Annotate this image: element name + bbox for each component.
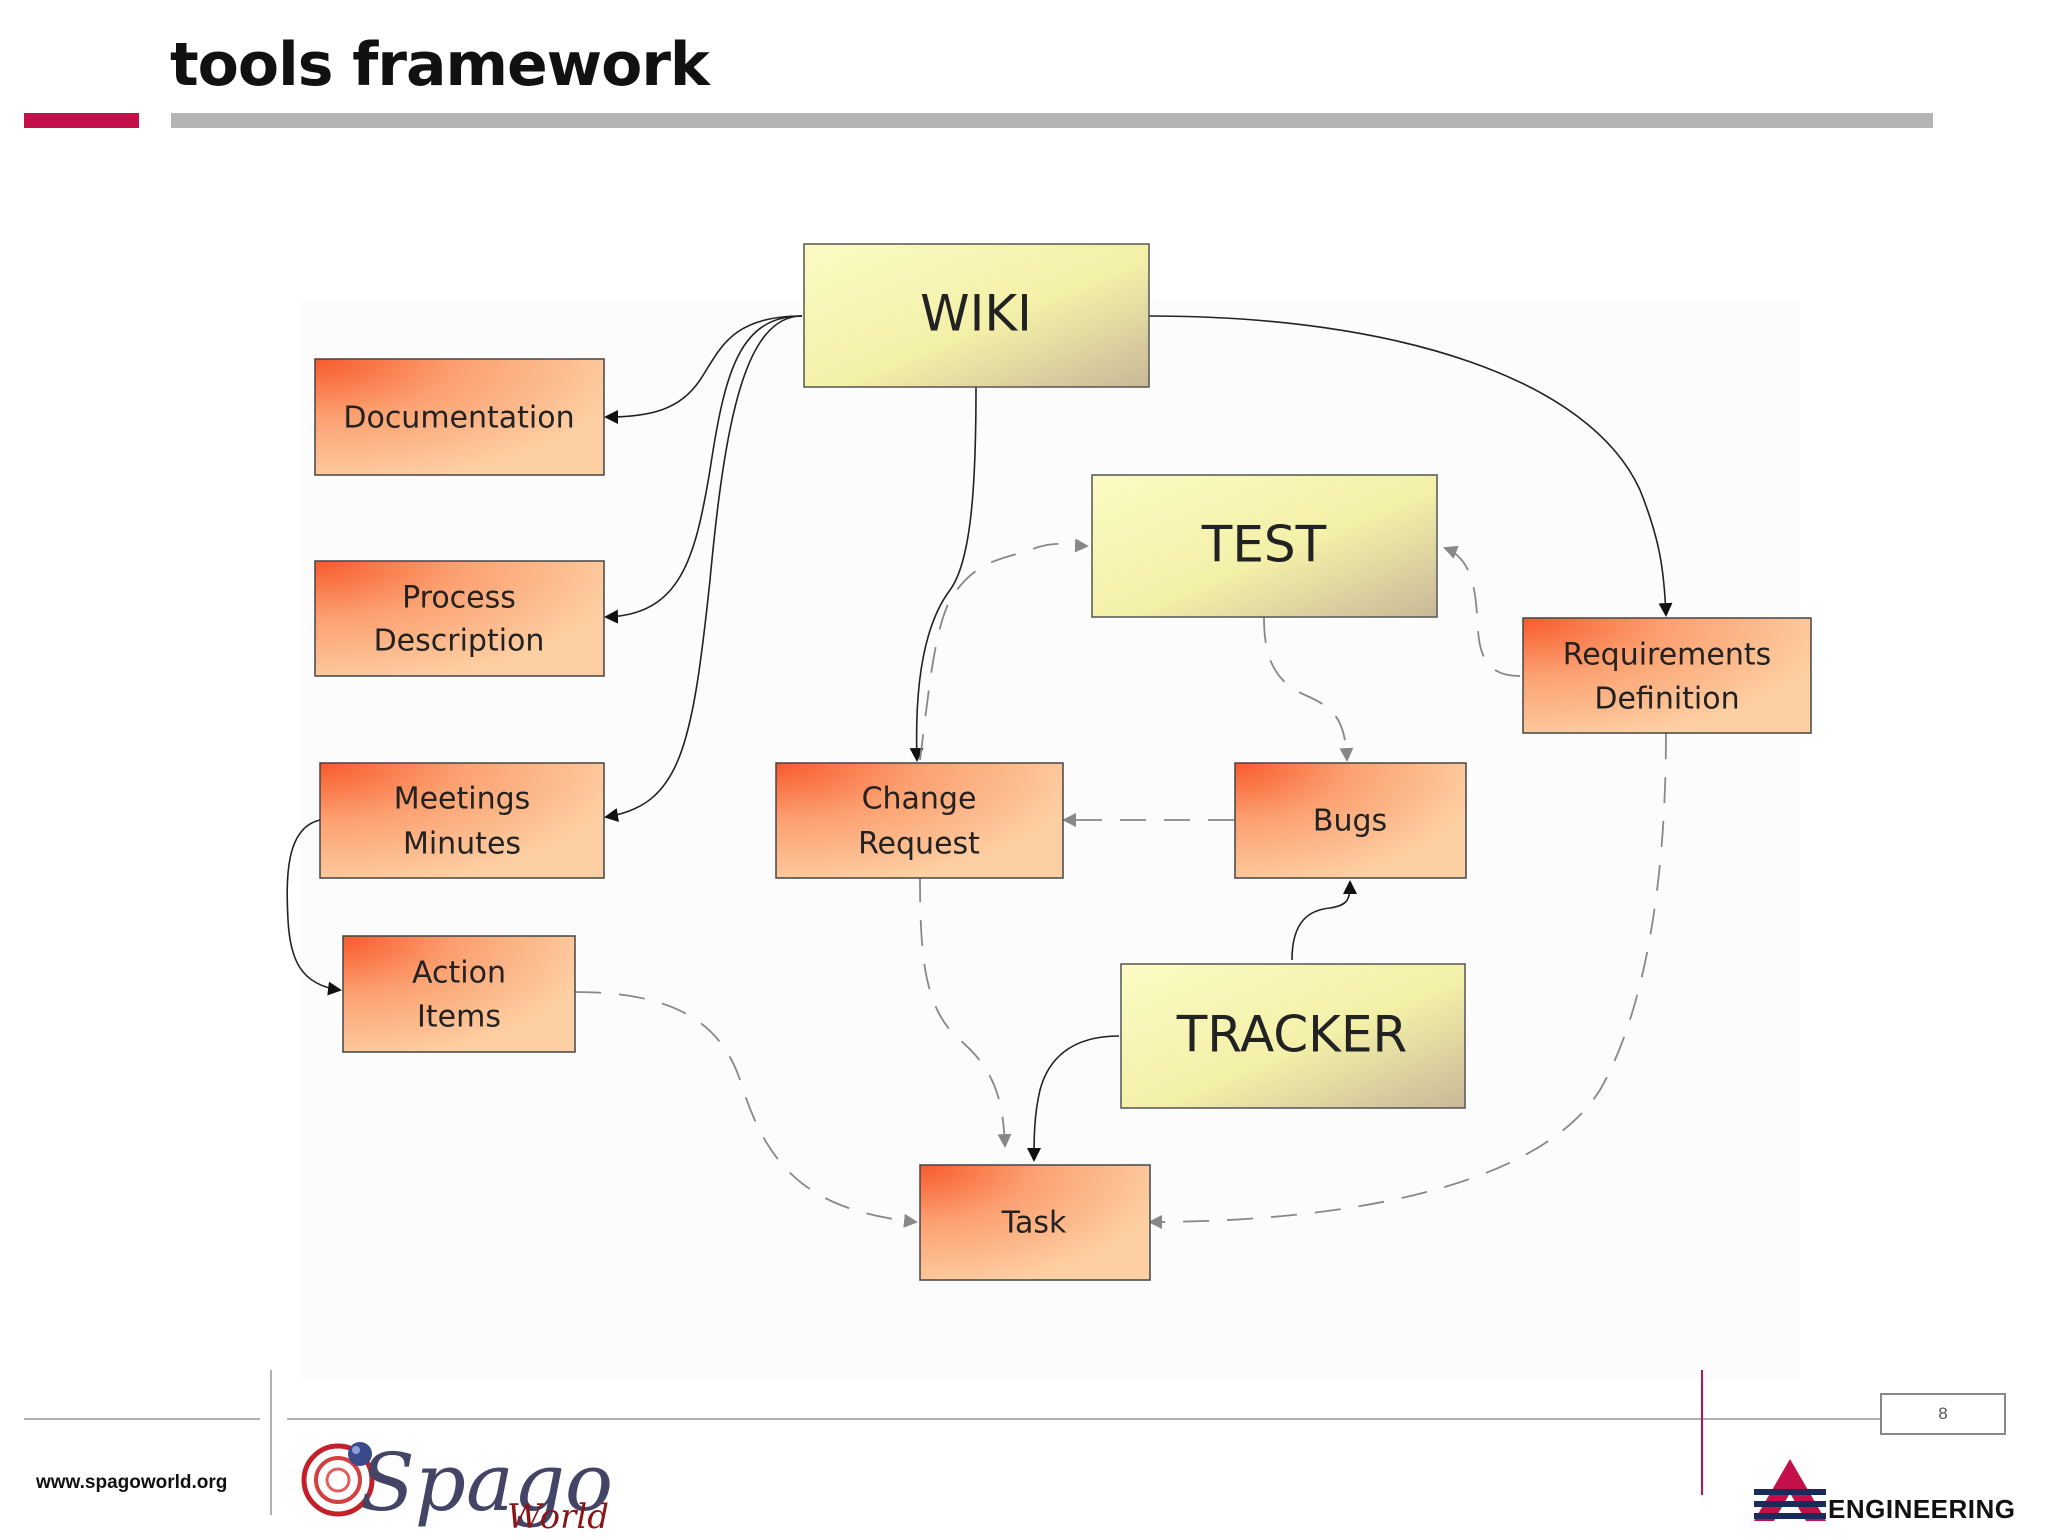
node-requirements-line2: Definition <box>1594 682 1739 717</box>
footer-url[interactable]: www.spagoworld.org <box>36 1472 228 1493</box>
edge-wiki-documentation <box>604 315 803 424</box>
engineering-logo: ENGINEERING <box>1828 1494 2016 1524</box>
edge-change-task <box>919 875 1012 1148</box>
footer-divider-left <box>270 1370 272 1515</box>
edge-tracker-task <box>1027 1035 1120 1162</box>
node-wiki[interactable]: WIKI <box>803 243 1150 388</box>
node-test[interactable]: TEST <box>1091 474 1438 618</box>
node-action-line2: Items <box>417 1000 501 1035</box>
edge-wiki-meetings <box>604 315 803 822</box>
footer-rule-main <box>287 1418 1880 1420</box>
edge-action-task <box>574 991 918 1228</box>
node-requirements-definition[interactable]: Requirements Definition <box>1522 617 1812 734</box>
dashed-connectors <box>574 538 1667 1229</box>
node-bugs-label: Bugs <box>1313 804 1387 839</box>
slide-title: tools framework <box>170 30 710 100</box>
edge-wiki-requirements <box>1148 315 1673 617</box>
spago-logo-word: Spago <box>360 1436 614 1529</box>
node-documentation-label: Documentation <box>343 401 574 436</box>
edge-tracker-bugs <box>1291 880 1357 961</box>
node-process-line2: Description <box>374 624 545 659</box>
page-number: 8 <box>1880 1393 2006 1435</box>
node-documentation[interactable]: Documentation <box>314 358 605 476</box>
node-change-line1: Change <box>862 782 977 817</box>
node-meetings-minutes[interactable]: Meetings Minutes <box>319 762 605 879</box>
node-task[interactable]: Task <box>919 1164 1151 1281</box>
node-meetings-line2: Minutes <box>403 827 521 862</box>
node-process-line1: Process <box>402 581 516 616</box>
engineering-logo-icon <box>1754 1459 1826 1521</box>
node-process-description[interactable]: Process Description <box>314 560 605 677</box>
node-tracker[interactable]: TRACKER <box>1120 963 1466 1109</box>
edge-requirements-test <box>1443 545 1521 677</box>
edge-wiki-change <box>909 386 977 762</box>
node-action-items[interactable]: Action Items <box>342 935 576 1053</box>
node-change-request[interactable]: Change Request <box>775 762 1064 879</box>
node-action-line1: Action <box>412 956 506 991</box>
edge-change-test <box>919 538 1089 761</box>
spago-logo-sub: World <box>507 1497 609 1537</box>
node-change-line2: Request <box>858 827 980 862</box>
edge-requirements-task <box>1148 732 1667 1229</box>
edge-test-bugs <box>1263 616 1354 762</box>
footer-divider-right <box>1701 1370 1703 1495</box>
spago-swirl-icon <box>301 1442 375 1517</box>
title-accent-bar <box>24 113 139 128</box>
node-task-label: Task <box>1001 1206 1067 1241</box>
solid-connectors <box>286 315 1673 1162</box>
node-bugs[interactable]: Bugs <box>1234 762 1467 879</box>
edge-meetings-action <box>286 819 342 996</box>
node-wiki-label: WIKI <box>920 285 1032 343</box>
node-test-label: TEST <box>1201 516 1327 574</box>
title-rule <box>171 113 1933 128</box>
node-meetings-line1: Meetings <box>394 782 531 817</box>
node-tracker-label: TRACKER <box>1176 1006 1408 1064</box>
footer-rule-left <box>24 1418 260 1420</box>
edge-wiki-process <box>604 315 803 624</box>
node-requirements-line1: Requirements <box>1563 638 1772 673</box>
